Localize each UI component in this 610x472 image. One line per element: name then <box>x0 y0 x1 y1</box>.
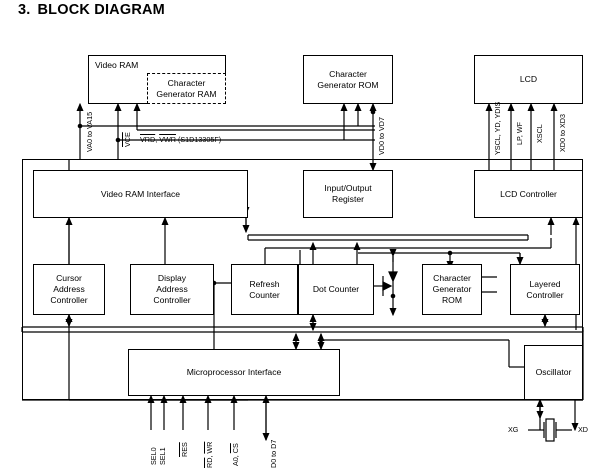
signal-label-xd: XD0 to XD3 <box>558 114 567 152</box>
signal-label-a0-cs: A0, CS <box>231 443 240 466</box>
block-layered-controller: Layered Controller <box>510 264 580 315</box>
signal-label-lp-wf: LP, WF <box>515 121 524 145</box>
block-character-generator-rom-top-label: Character Generator ROM <box>317 68 379 90</box>
block-character-generator-ram: Character Generator RAM <box>147 73 226 104</box>
block-cursor-address-controller: Cursor Address Controller <box>33 264 105 315</box>
section-number: 3. <box>18 2 31 18</box>
block-lcd-label: LCD <box>519 74 538 84</box>
signal-label-va: VA0 to VA15 <box>85 111 94 152</box>
block-lcd: LCD <box>474 55 583 104</box>
block-io-register: Input/Output Register <box>303 170 393 218</box>
signal-label-vrd-vwr: VRD, VWR (S1D13305F) <box>140 135 222 144</box>
block-layered-controller-label: Layered Controller <box>526 278 564 300</box>
signal-label-vce: VCE <box>123 132 132 147</box>
signal-label-yscl: YSCL, YD, YDIS <box>493 101 502 155</box>
block-lcd-controller-label: LCD Controller <box>500 188 557 199</box>
block-cursor-address-controller-label: Cursor Address Controller <box>50 273 88 305</box>
signal-rd: RD <box>205 457 214 468</box>
block-io-register-label: Input/Output Register <box>324 183 372 204</box>
signal-vwr: VWR <box>159 135 176 144</box>
signal-label-xd-pin: XD <box>578 425 588 434</box>
block-display-address-controller-label: Display Address Controller <box>153 273 191 305</box>
block-lcd-controller: LCD Controller <box>474 170 583 218</box>
signal-label-sel1: SEL1 <box>158 447 167 465</box>
signal-label-vd: VD0 to VD7 <box>377 117 386 155</box>
block-dot-counter: Dot Counter <box>298 264 374 315</box>
block-video-ram-interface-label: Video RAM Interface <box>100 188 181 199</box>
block-refresh-counter: Refresh Counter <box>231 264 298 315</box>
signal-a0: A0, <box>231 453 240 466</box>
signal-label-xscl: XSCL <box>535 124 544 143</box>
signal-wr: WR <box>205 441 214 454</box>
signal-label-sel0: SEL0 <box>149 447 158 465</box>
block-oscillator: Oscillator <box>524 345 583 400</box>
block-character-generator-rom-top: Character Generator ROM <box>303 55 393 104</box>
block-refresh-counter-label: Refresh Counter <box>249 278 280 300</box>
block-microprocessor-interface: Microprocessor Interface <box>128 349 340 396</box>
block-character-generator-ram-label: Character Generator RAM <box>156 77 217 99</box>
block-video-ram-label: Video RAM <box>95 60 139 70</box>
signal-vrd-vwr-suffix: (S1D13305F) <box>175 135 222 144</box>
title-text: BLOCK DIAGRAM <box>37 2 165 18</box>
block-microprocessor-interface-label: Microprocessor Interface <box>186 367 282 377</box>
signal-cs: CS <box>231 443 240 454</box>
signal-label-xg: XG <box>508 425 519 434</box>
block-character-generator-rom-mid: Character Generator ROM <box>422 264 482 315</box>
signal-vrd: VRD <box>140 135 156 144</box>
block-oscillator-label: Oscillator <box>535 367 572 377</box>
block-display-address-controller: Display Address Controller <box>130 264 214 315</box>
page-title: 3. BLOCK DIAGRAM <box>18 2 165 18</box>
block-dot-counter-label: Dot Counter <box>312 284 360 294</box>
signal-label-res: RES <box>180 442 189 457</box>
signal-label-d0-d7: D0 to D7 <box>269 439 278 468</box>
block-video-ram-interface: Video RAM Interface <box>33 170 248 218</box>
signal-label-rd-wr: RD, WR <box>205 441 214 468</box>
chip-boundary <box>22 159 583 400</box>
block-character-generator-rom-mid-label: Character Generator ROM <box>432 273 472 305</box>
